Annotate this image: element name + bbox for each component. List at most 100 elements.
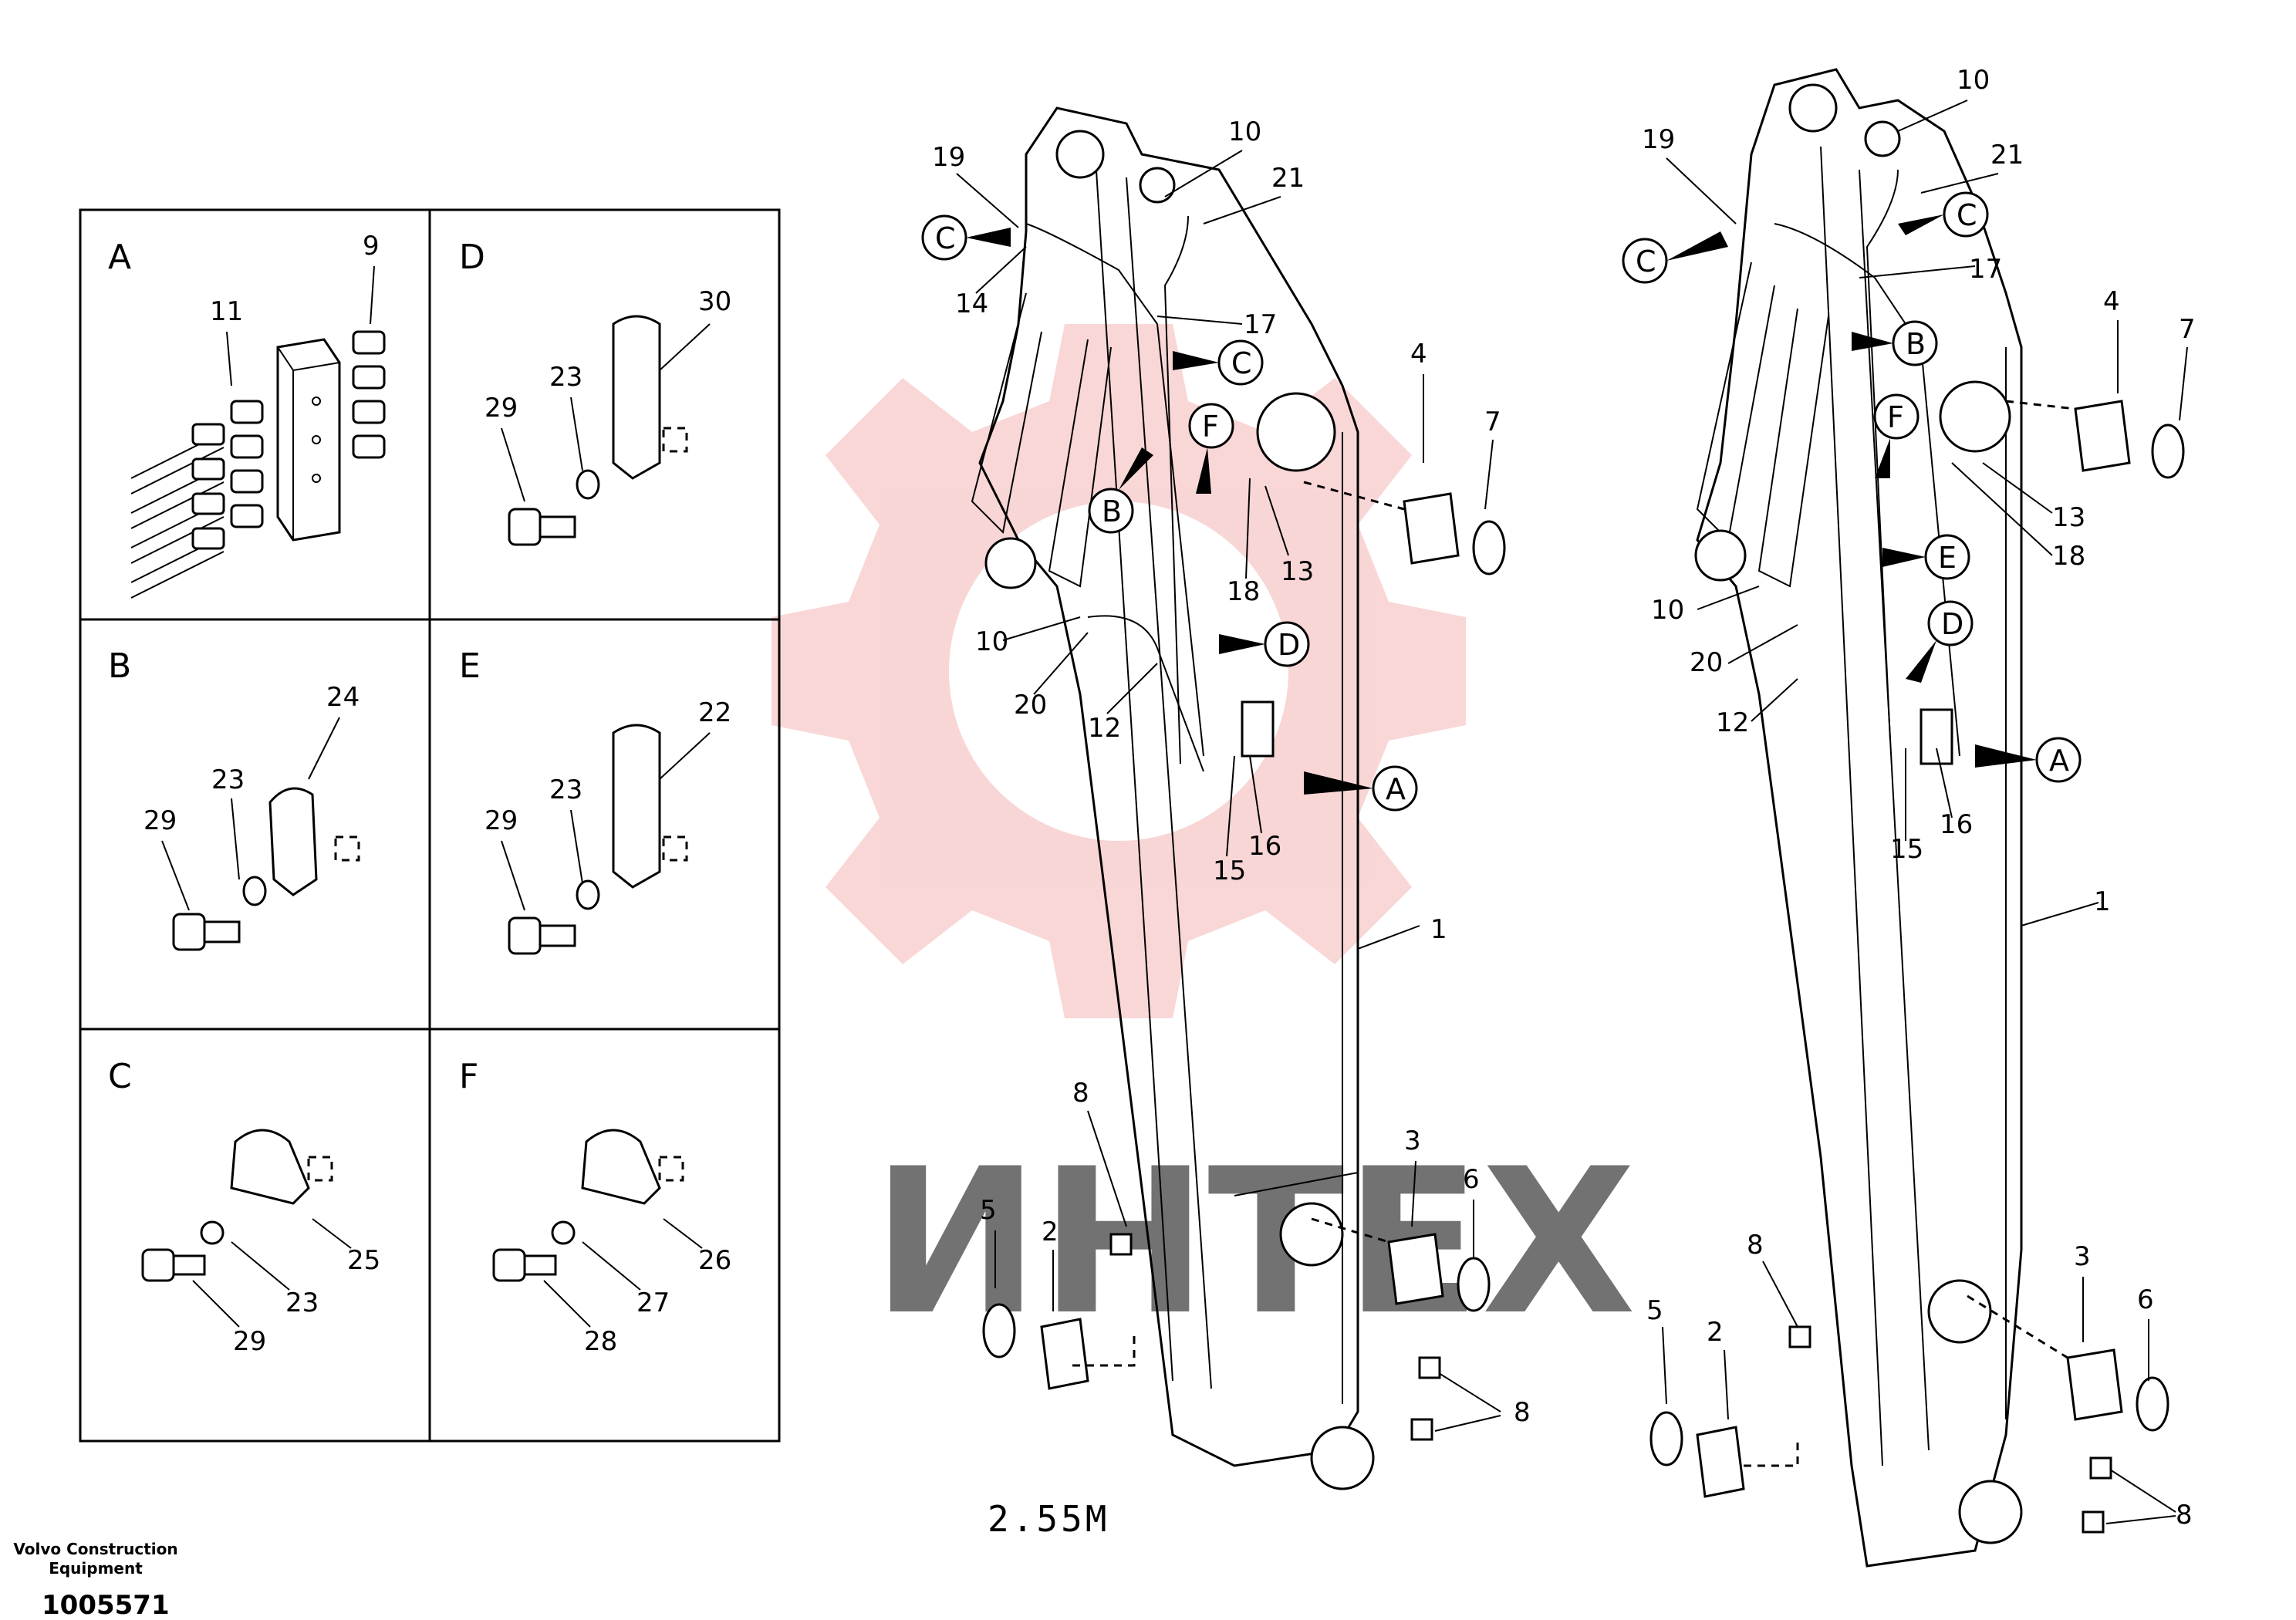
right-boom: 10 19 21 17 4 7 13 18 10 20 12 15 16 1 8…	[1622, 65, 2196, 1568]
fitting-icon	[352, 330, 386, 459]
panel-letter: D	[459, 238, 485, 277]
washer-icon	[551, 1220, 576, 1245]
part-label: 3	[1404, 1126, 1421, 1156]
panel-b: B 29 23 24	[108, 646, 360, 951]
part-label: 21	[1271, 163, 1305, 194]
part-label: 4	[1410, 339, 1427, 370]
part-label: 9	[363, 231, 380, 262]
grease-fitting-icon	[1788, 1325, 2112, 1534]
scale-label: 2.55M	[988, 1498, 1109, 1540]
part-label: 10	[1957, 65, 1990, 96]
svg-text:F: F	[1887, 400, 1904, 434]
part-label: 23	[549, 362, 582, 393]
part-label: 23	[549, 775, 582, 805]
footer: Volvo Construction Equipment 1005571	[13, 1540, 177, 1620]
panel-e: E 29 23 22	[459, 646, 731, 955]
svg-text:E: E	[1938, 541, 1957, 575]
part-label: 17	[1969, 254, 2002, 285]
panel-a: A 11 9	[108, 231, 386, 599]
part-label: 21	[1990, 140, 2024, 170]
part-label: 2	[1707, 1317, 1724, 1348]
clamp-icon	[581, 1129, 661, 1205]
part-label: 30	[698, 286, 731, 317]
callout-c: C	[1898, 191, 1989, 238]
part-label: 12	[1088, 713, 1121, 744]
part-label: 29	[233, 1326, 266, 1357]
washer-icon	[200, 1220, 225, 1245]
hose-fitting-icon	[130, 400, 264, 599]
part-label: 23	[285, 1288, 319, 1318]
callout-d: D	[1906, 600, 1974, 683]
bushing-icon	[1649, 400, 2185, 1498]
clip-icon	[612, 315, 661, 480]
detail-panels: A 11 9	[79, 208, 781, 1443]
svg-text:B: B	[1102, 494, 1122, 528]
callout-e: E	[1882, 534, 1970, 580]
svg-text:A: A	[1386, 772, 1406, 806]
part-label: 7	[2179, 314, 2196, 345]
part-label: 2	[1042, 1217, 1059, 1247]
callout-f: F	[1873, 393, 1920, 478]
part-label: 29	[485, 805, 518, 836]
part-label: 1	[2094, 886, 2111, 917]
bolt-icon	[141, 1248, 206, 1282]
part-label: 26	[698, 1245, 731, 1276]
watermark: ИНТЕХ	[772, 324, 1636, 1359]
part-label: 20	[1014, 690, 1047, 721]
part-label: 7	[1484, 407, 1501, 437]
part-label: 8	[2176, 1500, 2193, 1531]
part-label: 25	[347, 1245, 380, 1276]
left-boom: 19 10 21 14 17 4 7 13 18 10 20 12 15 16 …	[921, 106, 1531, 1540]
part-label: 28	[584, 1326, 617, 1357]
panel-letter: F	[459, 1057, 478, 1096]
clip-icon	[268, 787, 318, 896]
panel-letter: E	[459, 646, 481, 686]
part-label: 10	[1651, 595, 1684, 626]
part-label: 6	[2137, 1284, 2154, 1315]
part-label: 10	[975, 626, 1008, 657]
callout-a: A	[1975, 737, 2082, 783]
bolt-icon	[492, 1248, 557, 1282]
part-label: 3	[2074, 1241, 2091, 1272]
panel-c: C 29 23 25	[108, 1057, 380, 1357]
part-label: 1	[1430, 914, 1447, 945]
callout-d: D	[1219, 621, 1310, 667]
part-label: 19	[1642, 124, 1675, 155]
company-name-line2: Equipment	[49, 1559, 143, 1578]
part-label: 29	[144, 805, 177, 836]
part-label: 4	[2103, 286, 2120, 317]
washer-icon	[242, 876, 267, 906]
bolt-icon	[508, 508, 576, 546]
washer-icon	[576, 879, 600, 910]
clamp-icon	[230, 1129, 310, 1205]
part-label: 24	[326, 682, 360, 713]
part-label: 5	[1646, 1295, 1663, 1326]
panel-letter: A	[108, 238, 131, 277]
part-label: 19	[932, 142, 965, 173]
part-label: 10	[1228, 116, 1261, 147]
svg-text:C: C	[1957, 198, 1977, 232]
callout-c: C	[921, 214, 1011, 261]
callout-c: C	[1622, 231, 1728, 284]
part-label: 15	[1213, 856, 1246, 886]
part-label: 8	[1514, 1397, 1531, 1428]
callout-c: C	[1173, 339, 1264, 386]
part-label: 8	[1747, 1230, 1764, 1261]
part-label: 23	[211, 764, 245, 795]
part-label: 29	[485, 393, 518, 424]
part-label: 20	[1690, 647, 1723, 678]
svg-text:C: C	[1231, 346, 1252, 380]
svg-text:A: A	[2049, 744, 2069, 778]
bushing-icon	[982, 492, 1506, 1390]
boom-arm	[978, 106, 1359, 1467]
part-label: 18	[2052, 541, 2085, 572]
callout-a: A	[1304, 765, 1418, 812]
part-label: 13	[2052, 502, 2085, 533]
callout-f: F	[1188, 403, 1234, 494]
grease-fitting-icon	[1109, 1233, 1441, 1441]
part-label: 6	[1463, 1164, 1480, 1195]
part-label: 8	[1072, 1078, 1089, 1109]
panel-letter: C	[108, 1057, 132, 1096]
part-label: 5	[980, 1195, 997, 1226]
